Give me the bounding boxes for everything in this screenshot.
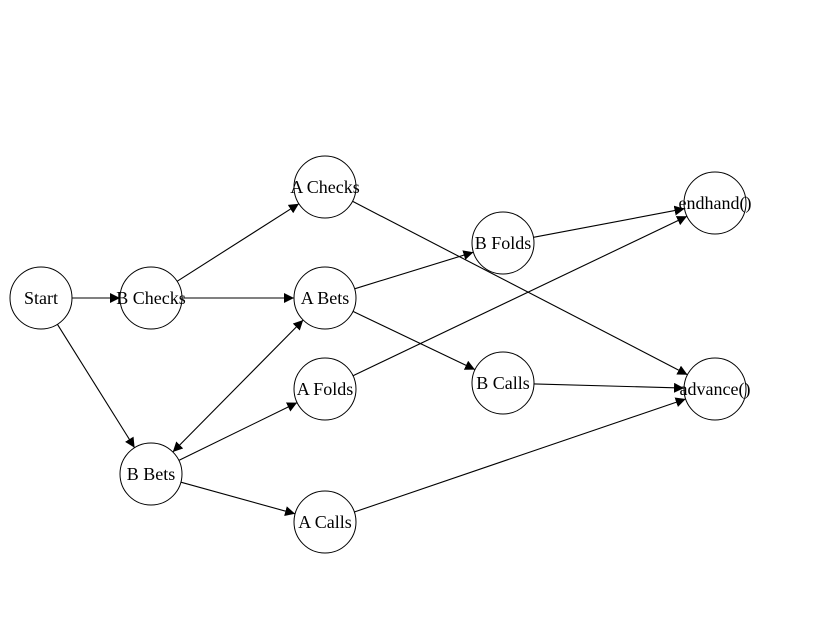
node-label: B Bets (127, 464, 176, 484)
node-circle (293, 155, 357, 219)
node-advance: advance() (680, 357, 751, 421)
node-label: A Checks (290, 177, 360, 197)
edge-b-calls-to-advance (533, 382, 685, 393)
node-label: B Folds (475, 233, 532, 253)
node-a-checks: A Checks (290, 155, 360, 219)
edge-a-folds-to-endhand (352, 215, 688, 377)
node-a-bets: A Bets (293, 266, 357, 330)
node-label: Start (24, 288, 58, 308)
node-start: Start (9, 266, 73, 330)
node-label: advance() (680, 379, 751, 400)
node-circle (293, 266, 357, 330)
node-label: B Calls (476, 373, 530, 393)
edge-a-bets-to-b-folds (354, 250, 474, 290)
node-b-calls: B Calls (471, 351, 535, 415)
node-circle (471, 351, 535, 415)
edges (56, 200, 688, 516)
node-circle (471, 211, 535, 275)
node-circle (293, 490, 357, 554)
edge-a-bets-to-b-calls (352, 310, 476, 371)
node-a-calls: A Calls (293, 490, 357, 554)
edge-b-folds-to-endhand (533, 205, 685, 238)
edge-b-bets-to-a-folds (178, 402, 298, 461)
node-circle (119, 266, 183, 330)
node-circle (9, 266, 73, 330)
edge-a-calls-to-advance (354, 397, 686, 513)
edge-b-checks-to-a-checks (176, 203, 300, 282)
node-circle (293, 357, 357, 421)
node-a-folds: A Folds (293, 357, 357, 421)
node-circle (119, 442, 183, 506)
node-b-folds: B Folds (471, 211, 535, 275)
node-label: A Folds (297, 379, 354, 399)
node-b-checks: B Checks (116, 266, 186, 330)
node-label: A Calls (298, 512, 352, 532)
node-endhand: endhand() (679, 171, 752, 235)
edge-b-bets-to-a-bets (172, 319, 304, 453)
nodes: Start B Checks B Bets A Checks A Bets A Folds… (9, 155, 752, 554)
edge-b-bets-to-a-calls (180, 481, 296, 516)
node-label: B Checks (116, 288, 186, 308)
node-circle (683, 171, 747, 235)
node-label: A Bets (301, 288, 350, 308)
edge-start-to-b-bets (56, 324, 136, 448)
edge-a-checks-to-advance (352, 200, 688, 376)
node-circle (683, 357, 747, 421)
node-label: endhand() (679, 193, 752, 214)
node-b-bets: B Bets (119, 442, 183, 506)
